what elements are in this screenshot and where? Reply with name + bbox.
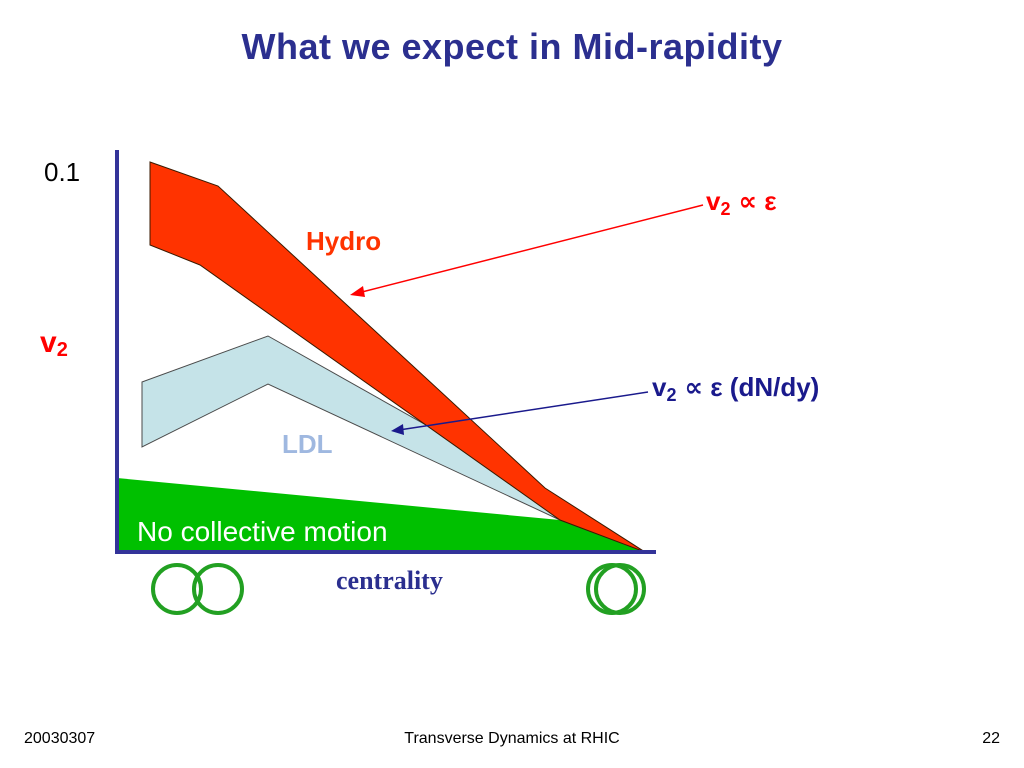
hydro-arrow-head — [350, 286, 365, 297]
hydro-label: Hydro — [306, 226, 381, 256]
central-nucleus-front-icon — [594, 563, 646, 615]
y-tick-label: 0.1 — [44, 157, 80, 187]
footer-talk-title: Transverse Dynamics at RHIC — [404, 730, 620, 747]
peripheral-nucleus-right-icon — [192, 563, 244, 615]
ldl-scaling-annotation: v2∝ ε (dN/dy) — [652, 372, 819, 405]
hydro-scaling-annotation: v2∝ ε — [706, 186, 777, 219]
ldl-arrow-head — [391, 424, 404, 435]
peripheral-nucleus-left-icon — [151, 563, 203, 615]
footer-page-number: 22 — [982, 730, 1000, 747]
no-collective-band — [117, 478, 645, 552]
x-axis-label: centrality — [336, 566, 443, 595]
ldl-label: LDL — [282, 429, 333, 459]
hydro-arrow-line — [357, 204, 704, 294]
hydro-band — [149, 161, 646, 553]
y-axis-label: v2 — [40, 326, 68, 361]
ldl-arrow-line — [398, 391, 649, 431]
no-collective-label: No collective motion — [137, 516, 388, 547]
footer-date: 20030307 — [24, 730, 96, 747]
slide-title: What we expect in Mid-rapidity — [241, 26, 783, 67]
